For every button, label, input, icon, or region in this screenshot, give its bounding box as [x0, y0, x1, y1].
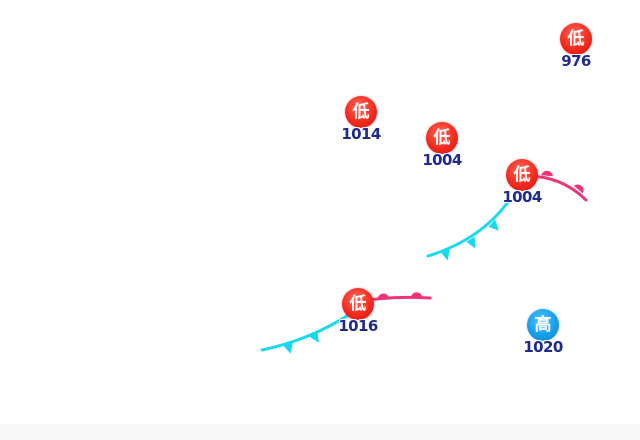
high-pressure-center[interactable]: 高 1020: [519, 309, 567, 357]
low-symbol: 低: [345, 96, 377, 128]
pressure-value: 1014: [341, 125, 381, 143]
cold-front-line: [426, 200, 510, 258]
low-symbol: 低: [506, 159, 538, 191]
high-symbol: 高: [527, 309, 559, 341]
low-pressure-center[interactable]: 低 1014: [337, 96, 385, 144]
pressure-value: 1004: [502, 188, 542, 206]
low-pressure-center[interactable]: 低 1016: [334, 288, 382, 336]
low-symbol: 低: [426, 122, 458, 154]
pressure-value: 1020: [523, 338, 563, 356]
pressure-value: 1004: [422, 151, 462, 169]
cold-front-barb: [283, 342, 293, 354]
map-bottom-edge: [0, 424, 640, 440]
cold-front-barb: [440, 248, 450, 261]
pressure-value: 976: [561, 52, 591, 70]
warm-front-bump: [541, 170, 553, 177]
cold-front-barb: [309, 332, 319, 343]
low-pressure-center[interactable]: 低 976: [552, 23, 600, 71]
cold-front-barb: [466, 236, 476, 249]
low-pressure-center[interactable]: 低 1004: [498, 159, 546, 207]
cold-front-line: [260, 312, 352, 352]
cold-front-1: [426, 200, 510, 261]
warm-front-bump: [573, 184, 584, 194]
warm-front-bump: [410, 292, 423, 298]
low-pressure-center[interactable]: 低 1004: [418, 122, 466, 170]
pressure-value: 1016: [338, 317, 378, 335]
warm-front-bump: [377, 293, 390, 299]
cold-front-barb: [488, 219, 499, 231]
low-symbol: 低: [342, 288, 374, 320]
cold-front-2: [260, 312, 352, 354]
low-symbol: 低: [560, 23, 592, 55]
